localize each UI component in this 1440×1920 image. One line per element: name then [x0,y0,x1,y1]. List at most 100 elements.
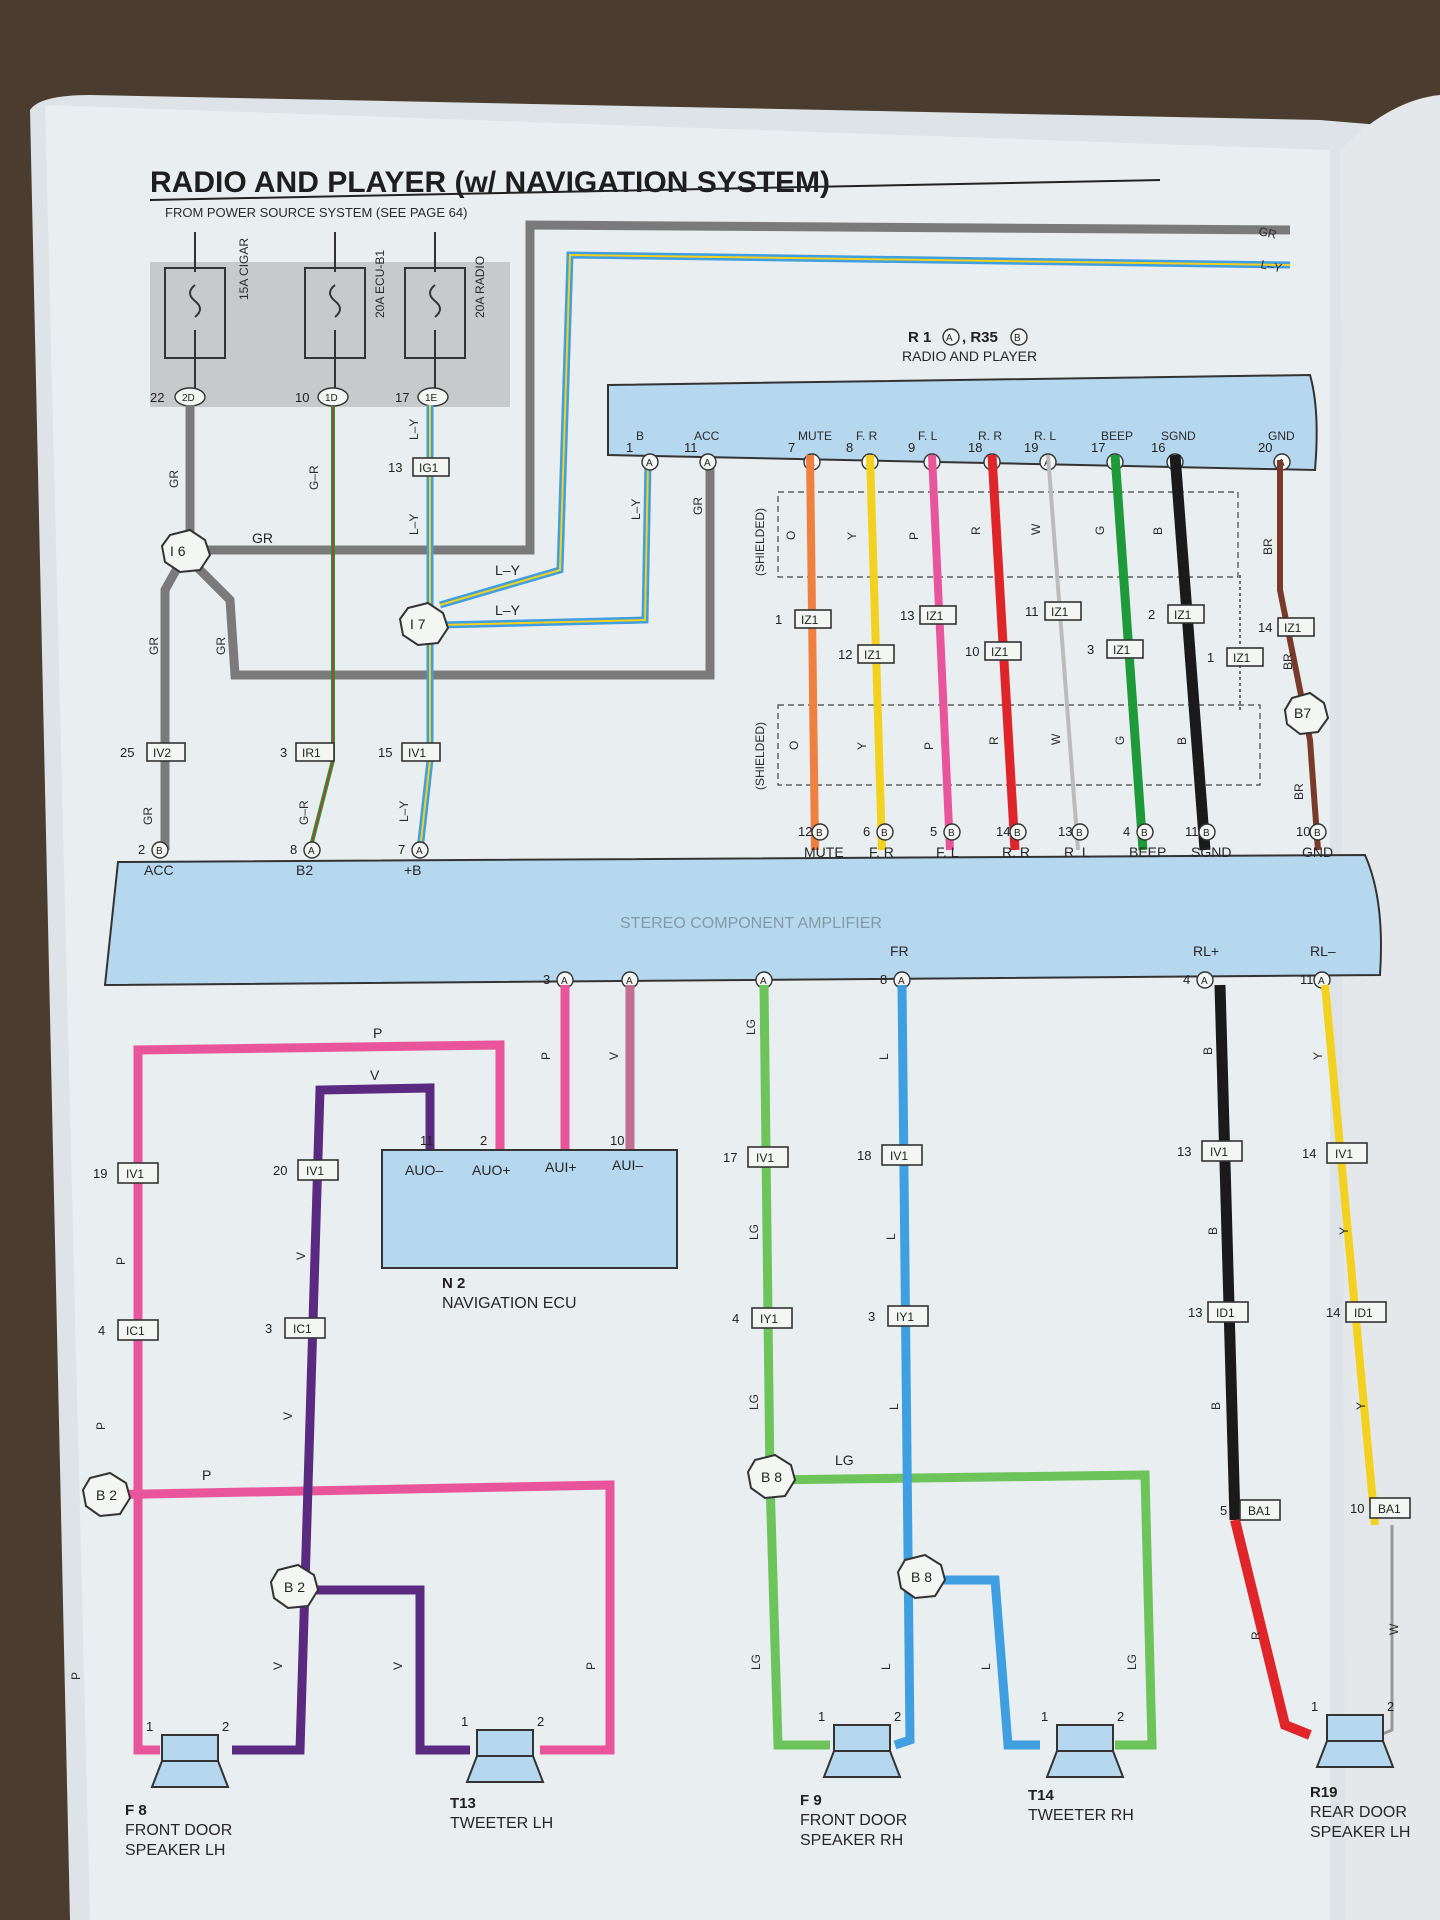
wire-label: L–Y [397,801,411,822]
svg-text:AUI–: AUI– [612,1157,643,1173]
pin-name: F. R [856,429,878,443]
iz1-connector-group: IZ11IZ112IZ113IZ110IZ111IZ13IZ12IZ11IZ11… [775,601,1315,667]
pin-number: 7 [788,440,795,455]
pin-name: GND [1302,844,1333,860]
connector-code: IV1 [1210,1145,1228,1159]
pin-number: 2 [1148,607,1155,622]
pin-number: 8 [290,842,297,857]
pin-name: R. L [1064,844,1090,860]
svg-text:P: P [584,1662,598,1670]
fuse-cigar: 15A CIGAR [164,232,251,398]
amp-top-pin: A7+B [398,841,429,878]
svg-text:P: P [69,1672,83,1680]
pin-name: SGND [1191,844,1231,860]
pin-name: FR [890,943,909,959]
pin-conn: A [1201,976,1208,987]
speaker-icon [161,1734,219,1762]
wire-lg-tweeter-rh [764,1470,1157,1750]
amplifier-name: STEREO COMPONENT AMPLIFIER [620,915,882,932]
svg-text:B: B [1209,1402,1223,1410]
svg-text:AUI+: AUI+ [545,1159,577,1175]
radio-code-prefix: R 1 [908,329,931,346]
pin-name: F. R [869,844,894,860]
iz1-connector: IZ1 12 [838,644,895,664]
pin-number: 1 [626,440,633,455]
connector-code: IY1 [760,1312,778,1326]
wire-gr-top [190,220,1291,555]
svg-text:AUO+: AUO+ [472,1162,511,1178]
pin-number: 11 [1300,972,1314,987]
pin-conn: B [156,846,163,857]
amp-top-pin: B5F. L [930,823,961,860]
svg-text:P: P [922,742,936,750]
shielded-label: (SHIELDED) [753,722,767,790]
svg-text:LG: LG [747,1394,761,1410]
svg-text:IR1: IR1 [302,746,321,760]
connector-code: IZ1 [801,613,819,627]
pin-number: 6 [863,824,870,839]
speaker-icon [1056,1724,1114,1752]
wire-gr-acc-radio [186,460,715,680]
pin-number: 7 [398,842,405,857]
pin-number: 12 [838,647,852,662]
connector-code: IZ1 [926,609,944,623]
speaker-pin: 1 [461,1714,468,1729]
connector-code: 1E [425,393,438,404]
speaker-pin: 1 [1041,1709,1048,1724]
pin-conn: B [1314,828,1321,839]
svg-text:2: 2 [480,1133,487,1148]
pin-number: 10 [295,390,309,405]
speaker-name: SPEAKER LH [1310,1824,1410,1841]
wire-label: L–Y [495,602,521,618]
pin-number: 4 [1123,824,1130,839]
pin-name: SGND [1161,429,1196,443]
pin-name: R. L [1034,429,1056,443]
pin-number: 10 [965,644,979,659]
svg-text:V: V [281,1412,295,1420]
pin-number: 10 [1350,1501,1364,1516]
svg-text:LG: LG [749,1654,763,1670]
speaker-pin: 2 [1117,1709,1124,1724]
pin-conn: A [898,976,905,987]
pin-name: BEEP [1101,429,1133,443]
speaker-pin: 2 [894,1709,901,1724]
connector-code: IZ1 [864,648,882,662]
svg-text:IV1: IV1 [408,746,426,760]
pin-number: 14 [996,824,1010,839]
radio-player-unit: R 1 A , R35 B RADIO AND PLAYER BA1ACCA11… [607,328,1318,472]
pin-number: 8 [846,440,853,455]
wire-label: L–Y [495,562,521,578]
pin-conn: B [1141,828,1148,839]
wire-orange [806,454,819,851]
pin-number: 4 [732,1311,739,1326]
wire-label: GR [691,497,705,515]
pin-name: ACC [144,862,174,878]
lower-wiring [97,984,1394,1755]
svg-text:G: G [1093,526,1107,535]
speaker-code: T13 [450,1795,476,1812]
svg-text:P: P [539,1052,553,1060]
pin-number: 11 [684,440,698,455]
wire-label: GR [147,637,161,655]
pin-number: 20 [1258,440,1272,455]
connector-code: BA1 [1378,1502,1401,1516]
junction-i6: I 6 [160,528,212,574]
fuse-block-bg [150,262,510,407]
pin-number: 13 [900,608,914,623]
svg-text:L: L [979,1663,993,1670]
wire-label: GR [252,530,273,546]
pin-number: 19 [93,1166,107,1181]
speaker-pin: 1 [146,1719,153,1734]
junction-b2-left: B 2 [81,1471,132,1518]
speaker-name: FRONT DOOR [800,1812,907,1829]
